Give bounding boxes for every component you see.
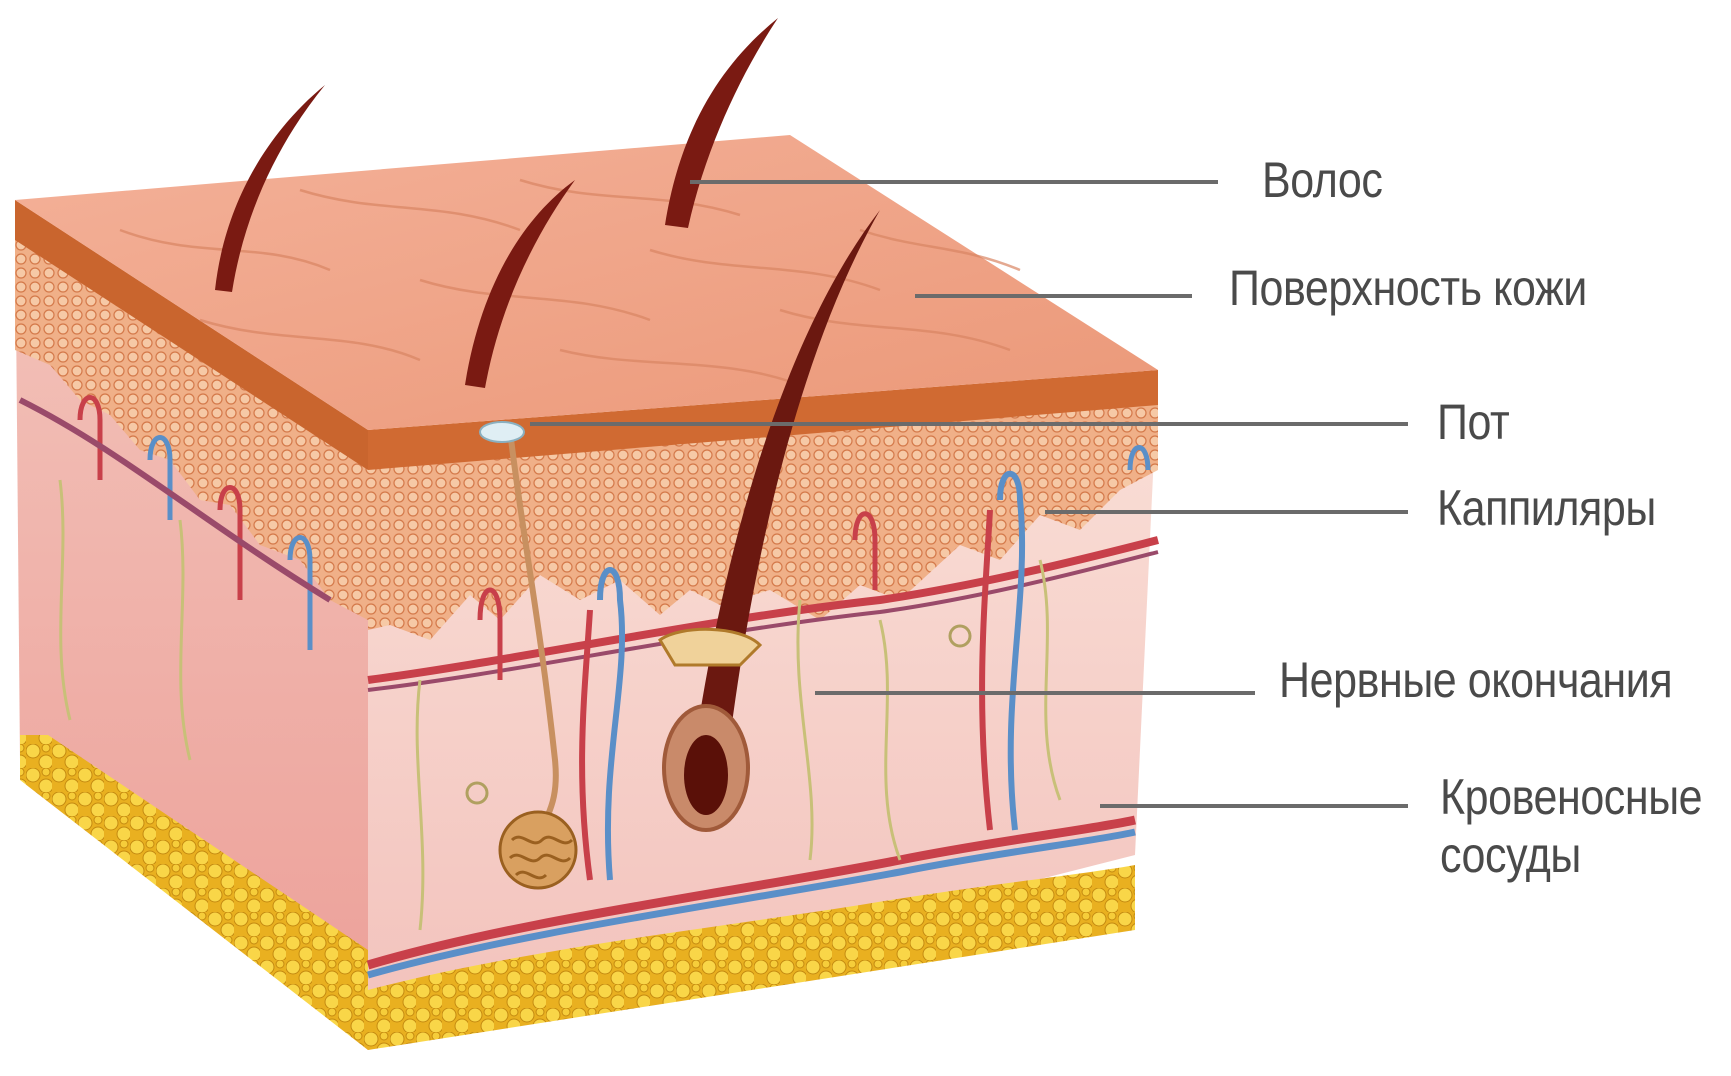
label-blood-vessels-line2: сосуды xyxy=(1440,830,1581,880)
label-nerve-endings: Нервные окончания xyxy=(1279,655,1672,705)
label-sweat: Пот xyxy=(1437,397,1509,447)
label-skin-surface: Поверхность кожи xyxy=(1229,263,1587,313)
label-hair: Волос xyxy=(1262,155,1382,205)
label-blood-vessels-line1: Кровеносные xyxy=(1440,772,1702,822)
label-capillaries: Каппиляры xyxy=(1437,483,1656,533)
